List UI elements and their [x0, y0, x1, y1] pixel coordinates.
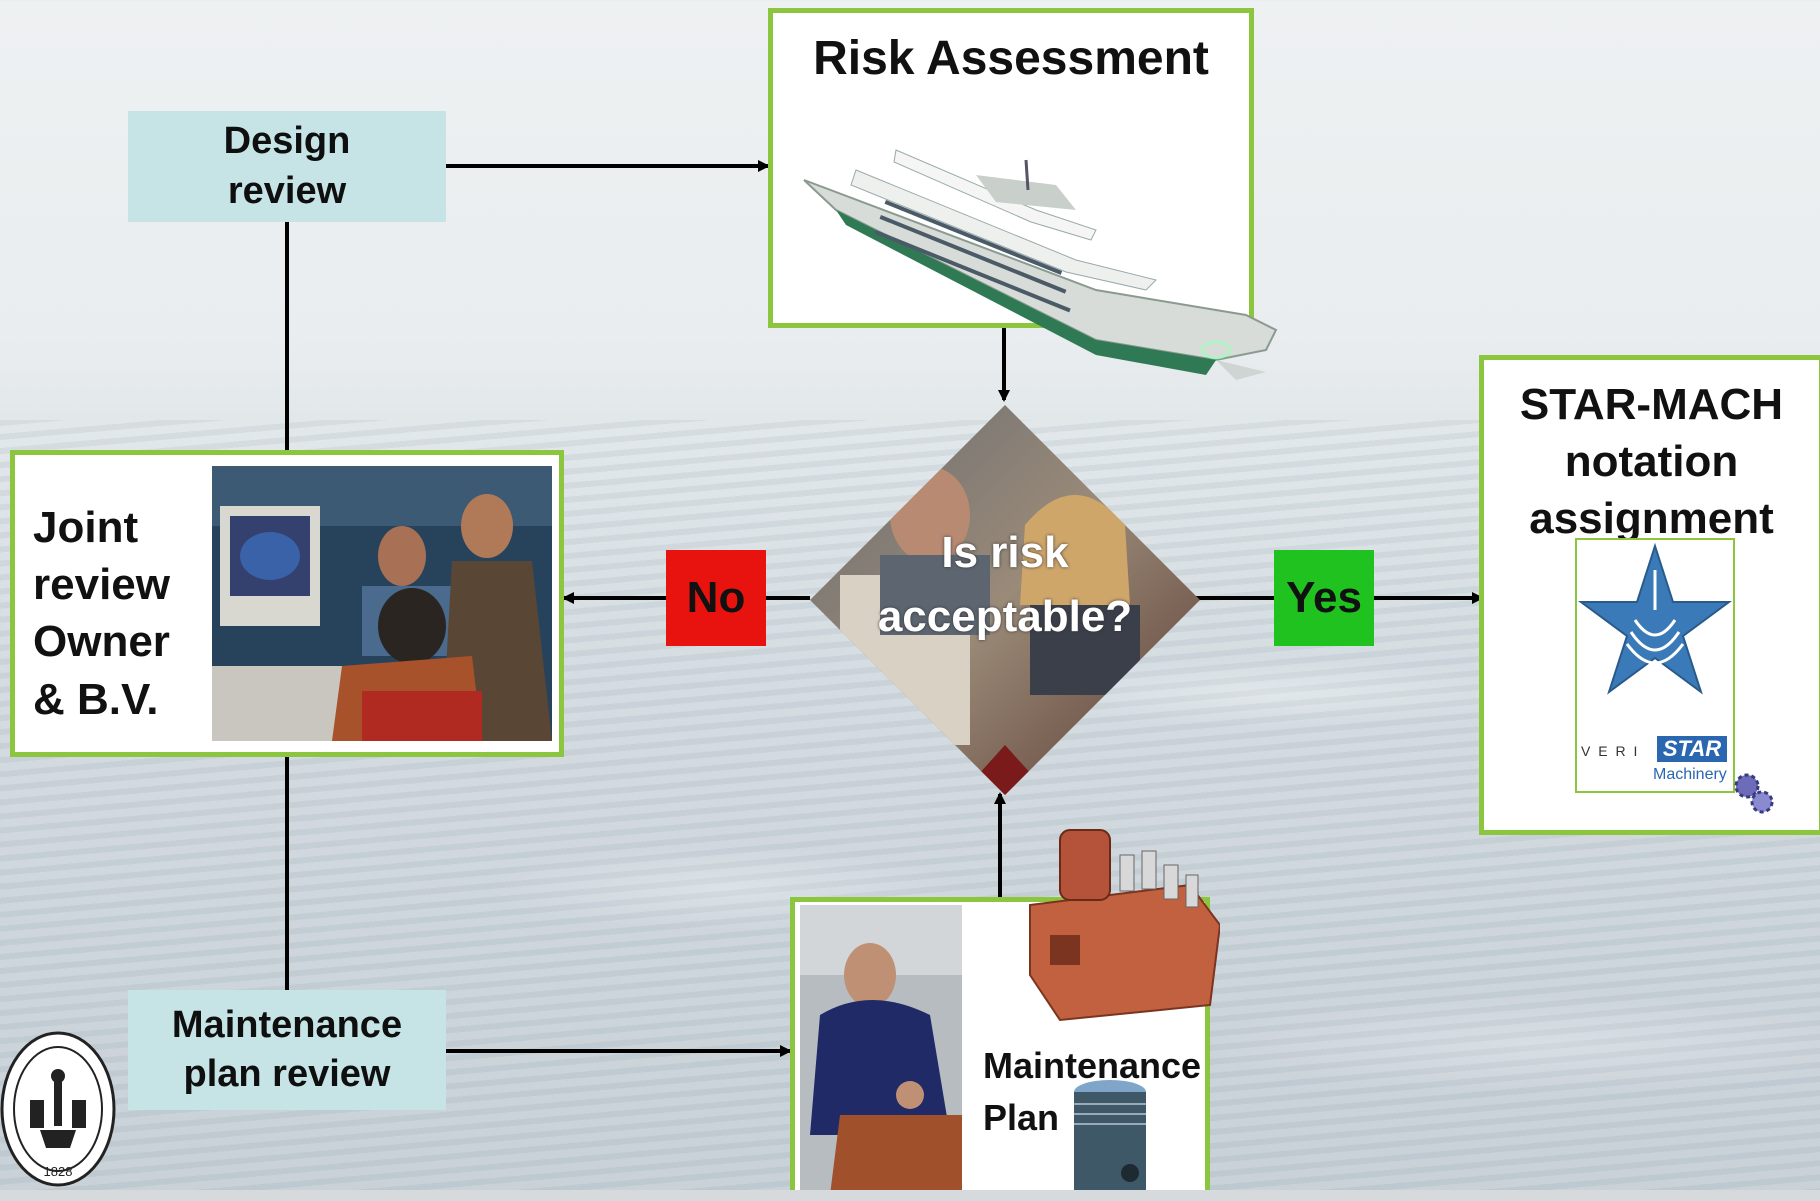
- decision-photo: [810, 405, 1200, 795]
- svg-text:1828: 1828: [44, 1164, 73, 1179]
- design-review-box: Design review: [128, 111, 446, 222]
- no-label: No: [666, 550, 766, 646]
- cruise-ship-illustration: [803, 149, 1278, 380]
- star-mach-label: STAR-MACH notation assignment: [1519, 380, 1784, 544]
- risk-assessment-title: Risk Assessment: [813, 32, 1209, 85]
- veristar-logo: V E R I STAR Machinery: [1575, 538, 1735, 793]
- joint-review-label: Joint review Owner & B.V.: [33, 503, 170, 724]
- veristar-star-text: STAR: [1657, 736, 1727, 762]
- veristar-machinery: Machinery: [1653, 766, 1727, 783]
- office-photo: [212, 466, 552, 741]
- decision-diamond: Is risk acceptable?: [810, 405, 1200, 795]
- piston-photo: [1074, 1080, 1146, 1201]
- footer-bar: [0, 1190, 1820, 1201]
- maintenance-plan-label: Maintenance Plan: [983, 1045, 1202, 1139]
- mechanic-photo: [800, 905, 962, 1195]
- veristar-star-icon: [1577, 542, 1733, 695]
- decision-label: Is risk acceptable?: [877, 528, 1133, 641]
- engine-cylinder-head-photo: [1029, 829, 1220, 1022]
- gears-icon: [1734, 773, 1774, 814]
- bureau-veritas-seal-logo: 1828: [0, 1031, 116, 1187]
- maintenance-plan-review-box: Maintenance plan review: [128, 990, 446, 1110]
- yes-label: Yes: [1274, 550, 1374, 646]
- veristar-letters: V E R I: [1581, 743, 1640, 759]
